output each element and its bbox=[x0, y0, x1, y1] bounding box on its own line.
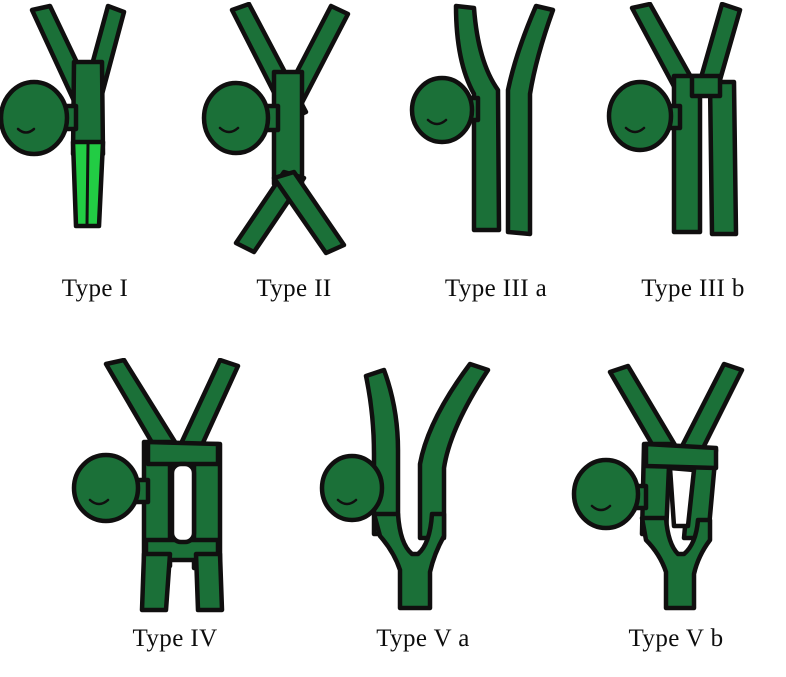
type-1-duct-shape bbox=[0, 3, 127, 229]
right-duct-type-3a bbox=[505, 3, 556, 237]
common-trunk-type-5a bbox=[371, 511, 447, 611]
caption-type-1: Type I bbox=[61, 275, 129, 302]
caption-type-3a: Type III a bbox=[444, 275, 548, 302]
caption-type-4: Type IV bbox=[132, 625, 218, 652]
type-2-duct-shape bbox=[201, 2, 351, 256]
type-2-diagram bbox=[201, 2, 351, 256]
type-5b-diagram bbox=[571, 361, 745, 611]
caption-type-5b: Type V b bbox=[628, 625, 724, 652]
figure-type-5b: Type V b bbox=[566, 358, 786, 651]
figure-type-3b: Type III b bbox=[600, 2, 786, 301]
bridge-connector-type-3b bbox=[689, 73, 723, 99]
gallbladder-type-3b bbox=[606, 79, 674, 153]
type-3a-duct-shape bbox=[409, 3, 556, 237]
gallbladder-marking-icon bbox=[218, 126, 240, 134]
type-5a-diagram bbox=[319, 361, 491, 611]
gallbladder-type-3a bbox=[409, 75, 475, 145]
type-5b-duct-shape bbox=[571, 361, 745, 611]
figure-type-5a: Type V a bbox=[318, 358, 528, 651]
gallbladder-marking-icon bbox=[88, 498, 110, 506]
highlight-midline bbox=[85, 143, 90, 225]
gallbladder-type-5a bbox=[319, 453, 385, 523]
enclosed-window-type-5b bbox=[667, 465, 697, 529]
type-5a-duct-shape bbox=[319, 361, 491, 611]
figure-type-3a: Type III a bbox=[398, 2, 594, 301]
type-4-duct-shape bbox=[71, 358, 241, 613]
figure-type-1: Type I bbox=[0, 2, 190, 301]
caption-type-3b: Type III b bbox=[641, 275, 745, 302]
figure-type-2: Type II bbox=[196, 2, 392, 301]
gallbladder-type-2 bbox=[201, 80, 271, 156]
gallbladder-type-1 bbox=[0, 79, 70, 157]
gallbladder-marking-icon bbox=[336, 498, 358, 506]
enclosed-window-type-4 bbox=[169, 461, 197, 545]
gallbladder-marking-icon bbox=[16, 127, 36, 134]
type-3a-diagram bbox=[409, 3, 556, 237]
common-trunk-type-5b bbox=[639, 515, 713, 611]
figure-type-4: Type IV bbox=[60, 358, 290, 651]
type-1-diagram bbox=[0, 3, 127, 229]
caption-type-5a: Type V a bbox=[376, 625, 470, 652]
gallbladder-marking-icon bbox=[624, 126, 646, 134]
type-3b-duct-shape bbox=[606, 2, 743, 237]
type-4-diagram bbox=[71, 358, 241, 613]
type-3b-diagram bbox=[606, 2, 743, 237]
right-limb-type-5a bbox=[417, 361, 491, 541]
gallbladder-type-4 bbox=[71, 452, 141, 524]
gallbladder-marking-icon bbox=[590, 504, 612, 512]
caption-type-2: Type II bbox=[256, 275, 332, 302]
gallbladder-type-5b bbox=[571, 457, 641, 531]
gallbladder-marking-icon bbox=[426, 118, 448, 126]
